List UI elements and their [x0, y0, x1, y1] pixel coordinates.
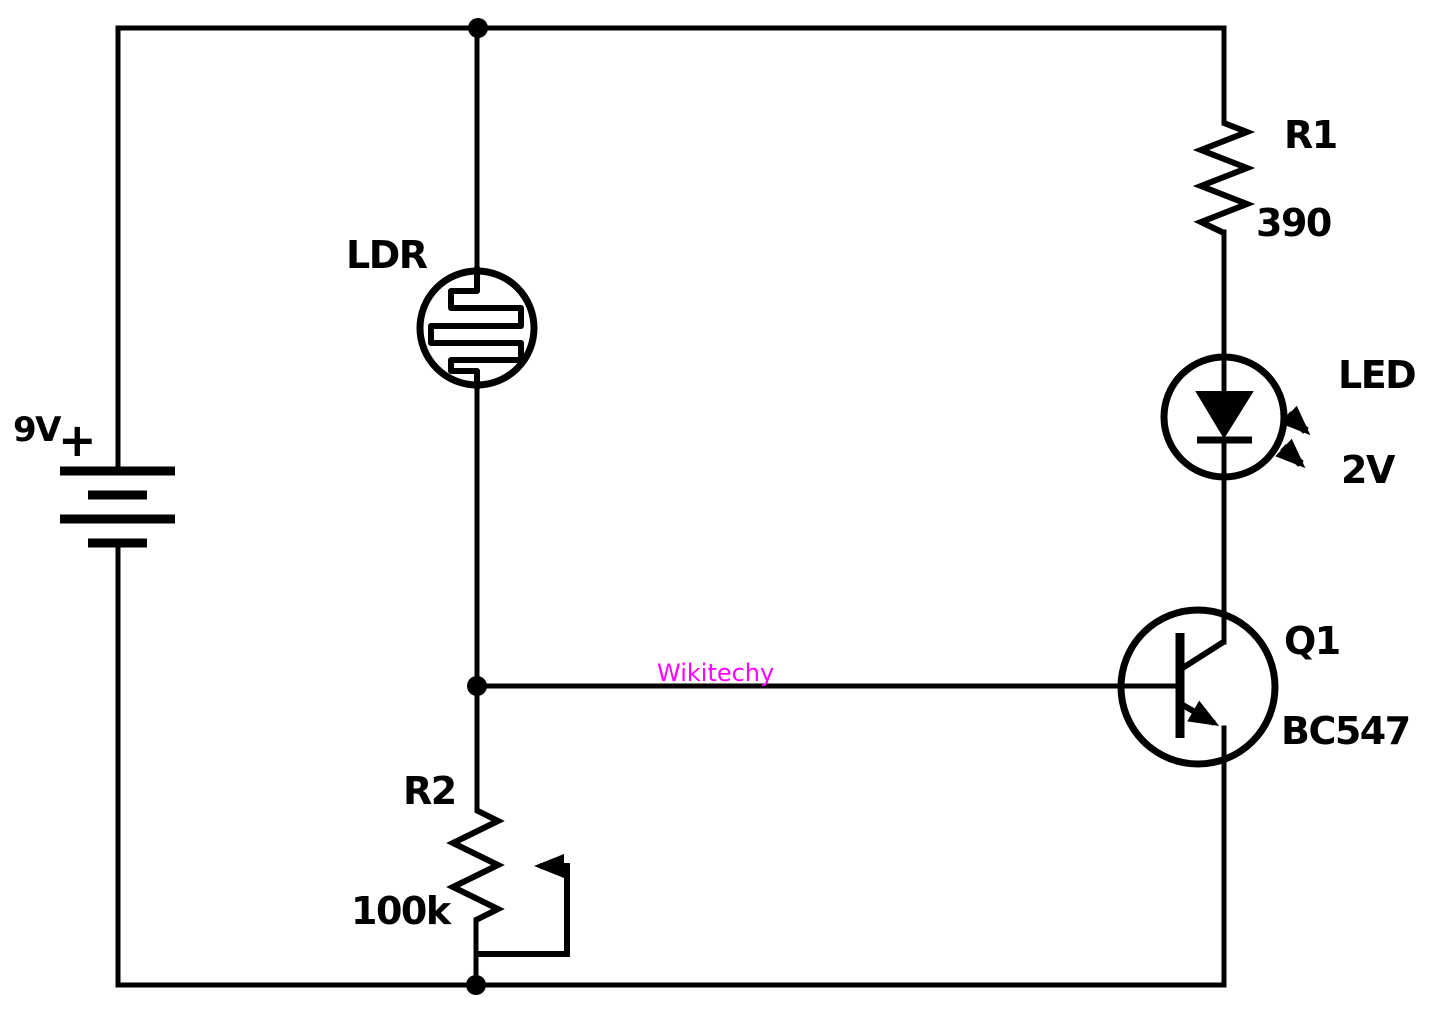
- r2-value-label: 100k: [351, 889, 451, 933]
- watermark-text: Wikitechy: [657, 659, 775, 687]
- led-light-arrows: [1275, 405, 1311, 469]
- junction-dot-top: [468, 18, 488, 38]
- wire-top-and-left: [115, 25, 1227, 474]
- transistor-circle: [1117, 606, 1279, 768]
- transistor-symbol: [1117, 606, 1279, 768]
- q1-value-label: BC547: [1281, 709, 1411, 753]
- led-light-arrow-1: [1280, 405, 1311, 436]
- r1-resistor-zigzag: [1192, 120, 1256, 236]
- led-symbol: [1160, 353, 1311, 481]
- r2-resistor-zigzag: [446, 807, 505, 923]
- battery-plus-label: +: [58, 413, 97, 467]
- battery-symbol: [60, 466, 175, 548]
- battery-voltage-label: 9V: [13, 410, 61, 450]
- led-light-arrow-2: [1275, 438, 1306, 469]
- junction-dots: [466, 18, 488, 995]
- led-triangle: [1195, 391, 1254, 439]
- r2-potentiometer-symbol: [446, 807, 570, 957]
- junction-dot-base: [467, 676, 487, 696]
- junction-dot-bottom: [466, 975, 486, 995]
- wire-left-and-bottom: [115, 540, 1227, 988]
- r1-name-label: R1: [1284, 113, 1338, 157]
- r1-value-label: 390: [1256, 201, 1332, 245]
- ldr-symbol: [416, 265, 538, 391]
- r2-name-label: R2: [403, 769, 457, 813]
- led-value-label: 2V: [1341, 448, 1395, 492]
- led-name-label: LED: [1338, 353, 1417, 397]
- ldr-label: LDR: [346, 233, 428, 277]
- q1-name-label: Q1: [1284, 619, 1341, 663]
- r2-wiper-loop: [478, 854, 570, 957]
- ldr-meander-track: [428, 265, 524, 391]
- transistor-collector-lead: [1179, 638, 1227, 672]
- transistor-emitter-lead: [1179, 700, 1220, 726]
